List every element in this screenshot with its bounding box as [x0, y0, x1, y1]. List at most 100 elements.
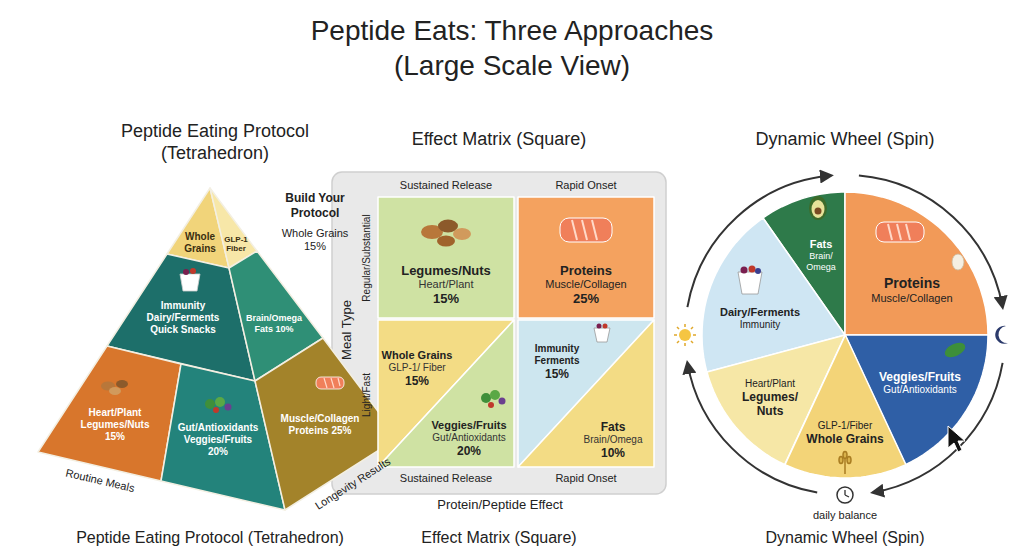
- segment-detail: Brain/ Omega: [799, 251, 843, 272]
- axis-label: Sustained Release: [400, 472, 492, 485]
- segment-detail: 15%: [384, 291, 509, 306]
- axis-label: Protein/Peptide Effect: [437, 497, 563, 513]
- segment-detail: Brain/Omega: [578, 434, 648, 446]
- axis-label: Rapid Onset: [555, 472, 616, 485]
- segment-title: Whole Grains: [177, 231, 223, 255]
- cursor-icon: [948, 426, 965, 452]
- segment-detail: Muscle/Collagen: [524, 279, 649, 292]
- panel-heading: Effect Matrix (Square): [412, 129, 587, 151]
- segment-title: Fats: [799, 238, 843, 251]
- segment-fill: [518, 197, 654, 318]
- segment-node: Heart/Plant Legumes/Nuts 15%: [38, 346, 181, 481]
- segment-text-group: Legumes/NutsHeart/Plant15%: [384, 263, 509, 307]
- salmon-icon: [560, 218, 612, 242]
- segment-text-group: Whole Grains: [177, 231, 223, 255]
- segment-detail: 10%: [578, 446, 648, 460]
- avocado-icon: [809, 196, 827, 220]
- segment-fill: [378, 197, 514, 318]
- segment-detail: 15%: [526, 367, 588, 381]
- yogurt-icon: [594, 324, 610, 343]
- veggie-icon: [481, 390, 506, 408]
- segment-title: Proteins: [524, 263, 649, 278]
- segment-detail: Immunity: [717, 319, 803, 331]
- salmon-icon: [876, 222, 924, 242]
- segment-text-group: Brain/Omega Fats 10%: [245, 313, 303, 334]
- segment-node: ProteinsMuscle/Collagen: [845, 192, 988, 335]
- leaf-icon: [942, 340, 967, 360]
- segment-fill: [38, 346, 181, 481]
- axis-label: daily balance: [813, 509, 877, 522]
- segment-text-group: Heart/Plant Legumes/Nuts 15%: [75, 407, 155, 442]
- matrix-panel: [332, 172, 666, 494]
- panel-heading: Peptide Eating Protocol (Tetrahedron): [100, 121, 330, 165]
- segment-detail: Gut/Antioxidants: [875, 384, 965, 396]
- diagram-title: Peptide Eats: Three Approaches (Large Sc…: [277, 13, 747, 83]
- segment-text-group: FatsBrain/ Omega: [799, 238, 843, 272]
- segment-title: Muscle/Collagen Proteins 25%: [279, 413, 361, 437]
- axis-label: Meal Type: [339, 300, 355, 360]
- segment-text-group: Immunity Dairy/Ferments Quick Snacks: [136, 300, 231, 335]
- segment-text-group: Dairy/FermentsImmunity: [717, 306, 803, 331]
- segment-title: Dairy/Ferments: [717, 306, 803, 319]
- segment-text-group: Heart/PlantLegumes/ Nuts: [735, 378, 805, 418]
- segment-detail: Legumes/ Nuts: [735, 390, 805, 418]
- axis-label: Whole Grains 15%: [275, 227, 355, 254]
- segment-text-group: Veggies/FruitsGut/Antioxidants20%: [426, 419, 512, 458]
- segment-title: Brain/Omega Fats 10%: [245, 313, 303, 334]
- salmon-icon: [316, 377, 344, 389]
- segment-node: Legumes/NutsHeart/Plant15%: [378, 197, 514, 318]
- axis-label: Light/Fast: [361, 373, 373, 417]
- segment-fill: [378, 320, 514, 467]
- segment-fill: [378, 320, 514, 467]
- segment-text-group: Muscle/Collagen Proteins 25%: [279, 413, 361, 437]
- segment-text-group: Gut/Antioxidants Veggies/Fruits 20%: [174, 422, 262, 457]
- moon-icon: [995, 326, 1008, 344]
- segment-title: Immunity Dairy/Ferments Quick Snacks: [136, 300, 231, 335]
- panel-heading: Peptide Eating Protocol (Tetrahedron): [76, 528, 344, 548]
- cycle-arrows: [687, 176, 1002, 493]
- segment-text-group: ProteinsMuscle/Collagen25%: [524, 263, 649, 307]
- axis-label: Rapid Onset: [555, 179, 616, 192]
- segment-node: FatsBrain/Omega10%: [518, 320, 654, 467]
- segment-title: Gut/Antioxidants Veggies/Fruits 20%: [174, 422, 262, 457]
- yogurt-icon: [180, 268, 200, 291]
- segment-text-group: Veggies/FruitsGut/Antioxidants: [875, 370, 965, 396]
- segment-title: GLP-1/Fiber: [803, 420, 887, 432]
- segment-title: Proteins: [862, 275, 962, 292]
- segment-detail: Whole Grains: [803, 432, 887, 446]
- wheat-icon: [839, 452, 851, 475]
- segment-shape: [845, 192, 988, 335]
- segment-title: Immunity Ferments: [526, 343, 588, 367]
- segment-fill: [518, 320, 654, 467]
- segment-title: Heart/Plant: [735, 378, 805, 390]
- segment-detail: GLP-1/ Fiber: [380, 362, 454, 374]
- segment-detail: Gut/Antioxidants: [426, 432, 512, 444]
- segment-detail: 20%: [426, 443, 512, 457]
- segment-text-group: GLP-1/FiberWhole Grains: [803, 420, 887, 446]
- nuts-icon: [101, 380, 128, 395]
- segment-node: ProteinsMuscle/Collagen25%: [518, 197, 654, 318]
- segment-title: Veggies/Fruits: [875, 370, 965, 384]
- segment-detail: Muscle/Collagen: [862, 292, 962, 305]
- segment-fill: [785, 335, 906, 478]
- panel-heading: Dynamic Wheel (Spin): [765, 528, 924, 548]
- segment-text-group: GLP-1 Fiber: [221, 235, 251, 254]
- segment-text-group: Immunity Ferments15%: [526, 343, 588, 381]
- segment-detail: Heart/Plant: [384, 279, 509, 292]
- segment-title: Whole Grains: [380, 349, 454, 362]
- segment-title: Veggies/Fruits: [426, 419, 512, 432]
- segment-fill: [845, 192, 988, 335]
- segment-title: Fats: [578, 420, 648, 434]
- segment-title: GLP-1 Fiber: [221, 235, 251, 254]
- segment-node: Muscle/Collagen Proteins 25%: [255, 338, 398, 510]
- segment-text-group: ProteinsMuscle/Collagen: [862, 275, 962, 304]
- panel-heading: Dynamic Wheel (Spin): [755, 129, 934, 151]
- clock-icon: [837, 487, 853, 503]
- segment-detail: 15%: [380, 373, 454, 387]
- segment-title: Legumes/Nuts: [384, 263, 509, 278]
- egg-icon: [952, 254, 964, 270]
- sun-icon: [674, 324, 696, 346]
